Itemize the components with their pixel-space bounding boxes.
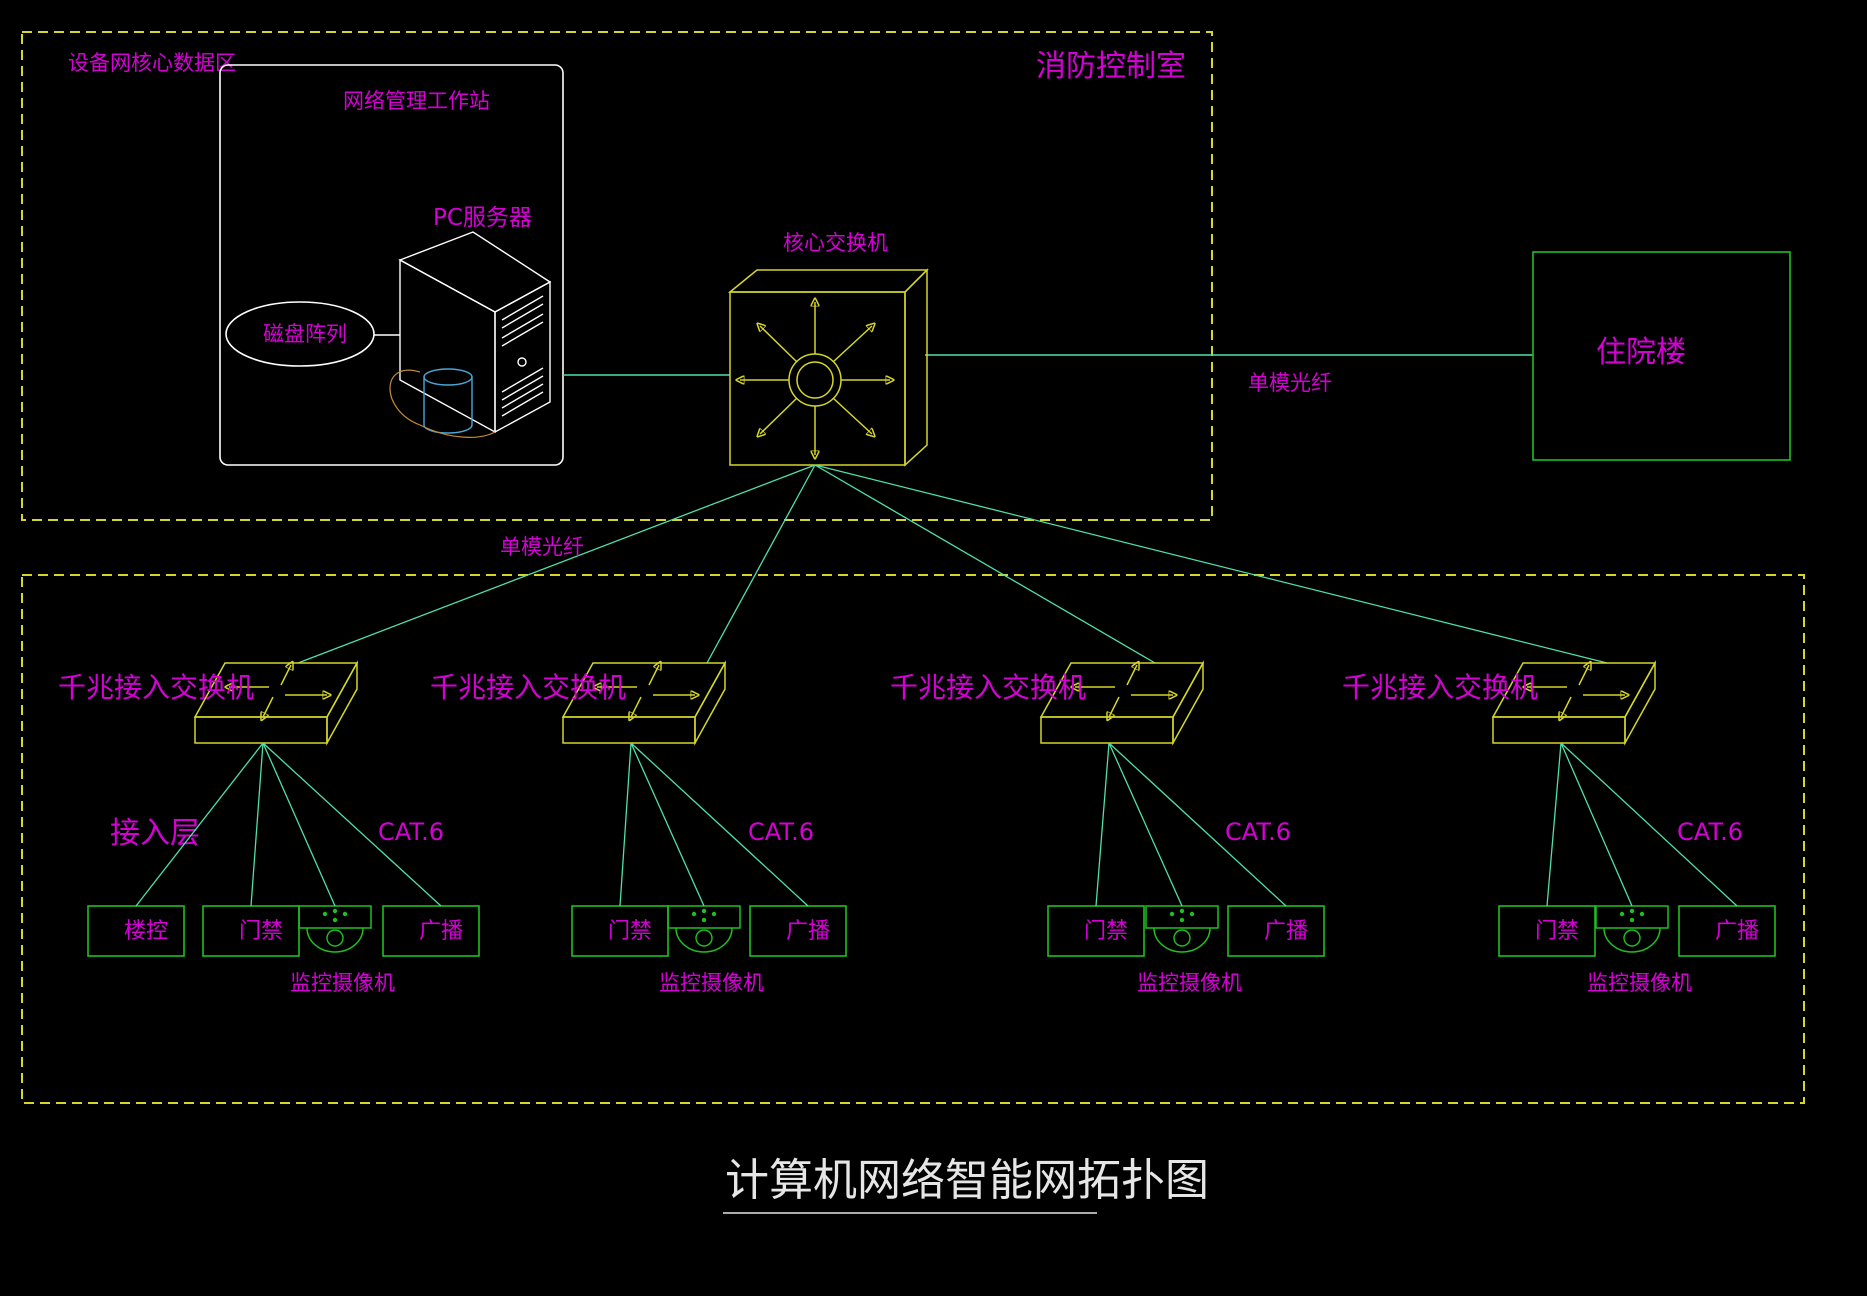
workstation-label: 网络管理工作站 bbox=[343, 89, 490, 113]
cable-label: CAT.6 bbox=[378, 818, 444, 846]
device-label: 门禁 bbox=[1535, 919, 1579, 944]
access-switch-label: 千兆接入交换机 bbox=[430, 671, 626, 704]
camera-link bbox=[1108, 742, 1183, 907]
camera-icon bbox=[667, 905, 741, 953]
inpatient-building-label: 住院楼 bbox=[1596, 335, 1686, 370]
access-switch-icon bbox=[193, 663, 359, 746]
cable-label: CAT.6 bbox=[1225, 818, 1291, 846]
access-switch-icon bbox=[561, 663, 727, 746]
access-switch-label: 千兆接入交换机 bbox=[890, 671, 1086, 704]
access-switch-icon bbox=[1039, 663, 1205, 746]
camera-label: 监控摄像机 bbox=[290, 971, 395, 995]
access-layer-label: 接入层 bbox=[110, 816, 200, 851]
device-label: 楼控 bbox=[124, 919, 168, 944]
device-label: 广播 bbox=[1264, 919, 1308, 944]
device-label: 广播 bbox=[419, 919, 463, 944]
access-zone-border bbox=[21, 574, 1805, 1104]
core-to-access-3 bbox=[814, 464, 1156, 664]
device-link bbox=[262, 742, 442, 907]
device-box bbox=[749, 905, 847, 957]
camera-icon bbox=[1595, 905, 1669, 953]
camera-label: 监控摄像机 bbox=[1137, 971, 1242, 995]
disk-array bbox=[225, 301, 375, 367]
diagram-title: 计算机网络智能网拓扑图 bbox=[725, 1155, 1209, 1206]
pc-server-label: PC服务器 bbox=[433, 205, 532, 231]
device-link bbox=[1546, 742, 1562, 907]
device-box bbox=[1678, 905, 1776, 957]
device-link bbox=[1095, 742, 1110, 907]
camera-link bbox=[1560, 742, 1633, 907]
camera-icon bbox=[298, 905, 372, 953]
device-link bbox=[630, 742, 809, 907]
core-switch-icon bbox=[727, 268, 929, 467]
disk-array-label: 磁盘阵列 bbox=[263, 322, 347, 346]
device-label: 门禁 bbox=[239, 919, 283, 944]
access-switch-label: 千兆接入交换机 bbox=[58, 671, 254, 704]
core-to-access-2 bbox=[706, 464, 816, 664]
device-label: 门禁 bbox=[1084, 919, 1128, 944]
device-link bbox=[1560, 742, 1738, 907]
device-box bbox=[1227, 905, 1325, 957]
device-label: 广播 bbox=[1715, 919, 1759, 944]
access-switch-icon bbox=[1491, 663, 1657, 746]
camera-label: 监控摄像机 bbox=[659, 971, 764, 995]
core-zone-border bbox=[21, 31, 1213, 521]
camera-icon bbox=[1145, 905, 1219, 953]
inpatient-building-box bbox=[1532, 251, 1791, 461]
core-to-access-1 bbox=[297, 464, 816, 664]
device-link bbox=[619, 742, 632, 907]
device-label: 广播 bbox=[786, 919, 830, 944]
fiber-label-right: 单模光纤 bbox=[1248, 371, 1332, 395]
device-label: 门禁 bbox=[608, 919, 652, 944]
database-cylinder-icon bbox=[389, 368, 496, 438]
core-switch-label: 核心交换机 bbox=[783, 231, 888, 255]
core-to-access-4 bbox=[814, 464, 1608, 664]
core-zone-label: 设备网核心数据区 bbox=[68, 51, 236, 75]
fiber-label-down: 单模光纤 bbox=[500, 535, 584, 559]
cable-label: CAT.6 bbox=[1677, 818, 1743, 846]
camera-link bbox=[262, 742, 336, 907]
pc-server-icon bbox=[398, 231, 552, 434]
cable-label: CAT.6 bbox=[748, 818, 814, 846]
device-link bbox=[1108, 742, 1287, 907]
workstation-box bbox=[219, 64, 564, 466]
device-box bbox=[382, 905, 480, 957]
fire-control-room-label: 消防控制室 bbox=[1036, 49, 1186, 84]
device-link bbox=[135, 742, 264, 907]
device-link bbox=[250, 742, 264, 907]
camera-label: 监控摄像机 bbox=[1587, 971, 1692, 995]
access-switch-label: 千兆接入交换机 bbox=[1342, 671, 1538, 704]
camera-link bbox=[630, 742, 705, 907]
